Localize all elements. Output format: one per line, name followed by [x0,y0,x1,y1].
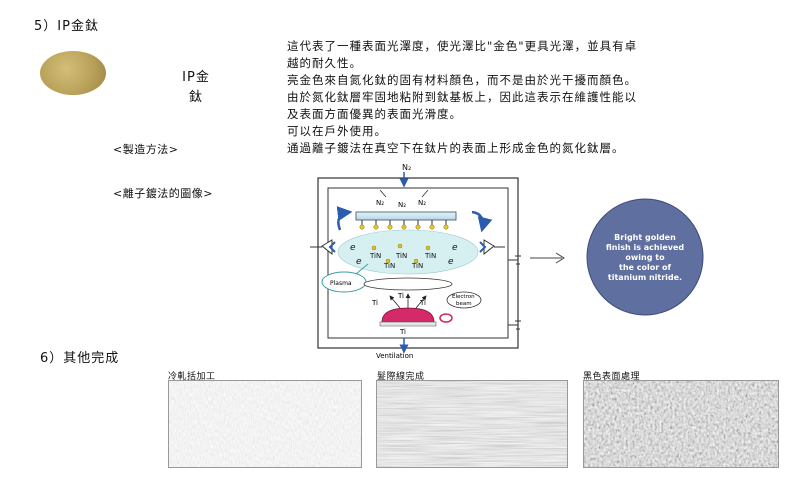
svg-text:e: e [356,257,362,267]
svg-text:Bright golden: Bright golden [614,233,676,242]
ti-label: Ti [419,299,426,307]
flow-line [421,189,429,198]
desc-line: 這代表了一種表面光澤度，使光澤比"金色"更具光澤，並具有卓 [287,39,638,53]
svg-text:TiN: TiN [369,252,381,260]
svg-text:owing to: owing to [625,253,665,262]
result-callout-text: Bright golden finish is achieved owing t… [606,233,685,282]
ti-source-label: Ti [399,328,406,336]
shield-ring [363,277,453,291]
black-surface-texture-swatch [583,380,779,468]
swatch-label-cold-rolled: 冷軋括加工 [168,372,216,382]
rotation-arrow-left [336,206,353,231]
substrate-plate [355,211,457,221]
desc-line: 亮金色來自氮化鈦的固有材料顏色，而不是由於光干擾而顏色。 [287,73,637,87]
ti-label: Ti [371,299,378,307]
svg-text:titanium nitride.: titanium nitride. [608,273,682,282]
ti-crucible [381,307,435,323]
gold-sample-swatch [40,51,106,95]
chamber-inner [327,187,509,339]
ventilation-label: Ventilation [376,352,413,360]
manufacturing-method-label: <製造方法> [113,143,179,156]
ip-name-line1: IP金 [182,70,210,85]
hairline-texture-swatch [376,380,568,468]
ti-label: Ti [397,292,404,300]
svg-text:TiN: TiN [383,262,395,270]
electrode-left [321,239,333,256]
desc-line: 越的耐久性。 [287,56,362,70]
swatch-label-hairline: 髮際線完成 [377,372,425,382]
desc-line: 由於氮化鈦層牢固地粘附到鈦基板上，因此這表示在維護性能以 [287,90,637,104]
plasma-cloud [337,229,479,275]
svg-text:TiN: TiN [395,252,407,260]
n2-label: N₂ [398,201,406,209]
ti-vapor-arrow [415,295,427,309]
desc-line: 可以在戶外使用。 [287,124,387,138]
rotation-arrow-right [471,210,493,233]
flow-line [379,189,387,198]
plasma-callout-pointer [355,263,369,275]
ti-vapor-arrow [389,295,401,309]
result-callout-circle [586,198,704,316]
manufacturing-method-text: 通過離子鍍法在真空下在鈦片的表面上形成金色的氮化鈦層。 [287,141,625,155]
electron-beam-label-2: beam [456,301,472,307]
electron-beam-callout [446,291,482,309]
ion-plating-image-label: <離子鍍法的圖像> [113,187,213,200]
section5-heading: 5）IP金鈦 [34,19,99,34]
plasma-label: Plasma [330,280,352,287]
tin-labels: TiN TiN TiN TiN TiN [369,252,436,270]
ip-name-line2: 鈦 [188,90,203,105]
ion-arrow-left [328,241,336,253]
svg-text:e: e [448,257,454,267]
cold-rolled-texture-swatch [168,380,362,468]
svg-text:TiN: TiN [424,252,436,260]
svg-text:e: e [452,243,458,253]
svg-text:the color of: the color of [619,263,671,272]
ip-description: 這代表了一種表面光澤度，使光澤比"金色"更具光澤，並具有卓 越的耐久性。 亮金色… [287,38,757,140]
desc-line: 及表面方面優異的表面光滑度。 [287,107,462,121]
ip-gold-titanium-name: IP金 鈦 [160,68,232,108]
svg-text:TiN: TiN [411,262,423,270]
n2-label: N₂ [376,199,384,207]
chamber-outer [317,177,519,349]
n2-label: N₂ [418,199,426,207]
n2-inlet-label: N₂ [402,163,411,172]
svg-text:e: e [350,243,356,253]
electron-gun [439,313,453,323]
tin-particles [371,243,431,264]
electron-beam-label-1: Electron [452,294,475,300]
section6-heading: 6）其他完成 [40,351,120,366]
ion-arrow-right [479,241,487,253]
tin-deposit-dots [359,224,449,230]
crucible-base [379,321,437,327]
svg-text:finish is achieved: finish is achieved [606,243,685,252]
swatch-label-black-surface: 黑色表面處理 [583,372,641,382]
